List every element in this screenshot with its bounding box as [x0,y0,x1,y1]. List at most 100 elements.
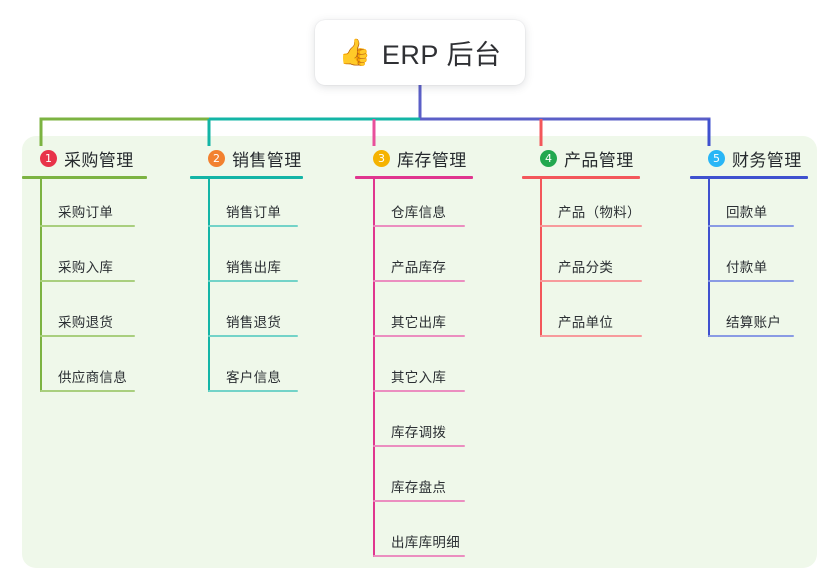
root-node-content: 👍 ERP 后台 [339,33,502,72]
branch-leaf-label: 产品分类 [558,260,614,275]
branch-underline [190,176,303,179]
branch-leaf[interactable]: 客户信息 [190,344,303,399]
branch-leaf[interactable]: 其它出库 [355,289,473,344]
branch-header-4[interactable]: 4 产品管理 [522,146,640,170]
branch-leaf-label: 客户信息 [226,370,282,385]
branch-number-badge: 3 [373,149,390,167]
branch-leaf[interactable]: 采购退货 [22,289,147,344]
branch-number-badge: 5 [708,149,725,167]
branch-number-badge: 1 [40,149,57,167]
branch-items: 产品（物料） 产品分类产品单位 [522,179,642,344]
branch-leaf[interactable]: 销售退货 [190,289,303,344]
branch-leaf-label: 产品库存 [391,260,447,275]
branch-items: 销售订单销售出库销售退货客户信息 [190,179,303,399]
branch-spine [708,179,710,337]
branch-leaf-underline [540,335,642,337]
branch-items: 仓库信息产品库存其它出库其它入库库存调拨库存盘点出库库明细 [355,179,473,564]
root-title: ERP 后台 [381,40,502,70]
root-node[interactable]: 👍 ERP 后台 [315,20,525,85]
branch-leaf-label: 结算账户 [726,315,782,330]
branch-leaf-underline [40,225,135,227]
branch-spine [208,179,210,392]
branch-leaf-underline [40,280,135,282]
branch-header-1[interactable]: 1 采购管理 [22,146,147,170]
branch-items: 回款单付款单结算账户 [690,179,808,344]
branch-leaf-underline [373,335,465,337]
branch-leaf[interactable]: 产品库存 [355,234,473,289]
branch-leaf[interactable]: 出库库明细 [355,509,473,564]
branch-leaf[interactable]: 回款单 [690,179,808,234]
branch-title: 采购管理 [64,150,134,170]
branch-leaf[interactable]: 其它入库 [355,344,473,399]
branch-leaf-underline [708,335,794,337]
branch-leaf-label: 产品（物料） [558,205,641,220]
branch-leaf-underline [373,500,465,502]
branch-leaf-underline [373,225,465,227]
branch-leaf-underline [208,335,298,337]
branch-leaf-underline [373,445,465,447]
branch-leaf[interactable]: 仓库信息 [355,179,473,234]
branch-leaf-label: 库存调拨 [391,425,447,440]
branch-number-badge: 2 [208,149,225,167]
branch-leaf-label: 销售订单 [226,205,282,220]
branch-leaf[interactable]: 产品分类 [522,234,642,289]
branch-leaf-label: 供应商信息 [58,370,127,385]
branch-leaf-label: 销售出库 [226,260,282,275]
branch-leaf-underline [208,280,298,282]
branch-leaf-label: 采购订单 [58,205,114,220]
branch-column-1: 1 采购管理采购订单采购入库采购退货供应商信息 [22,146,147,399]
branch-leaf-label: 回款单 [726,205,768,220]
branch-underline [22,176,147,179]
branch-leaf-label: 其它出库 [391,315,447,330]
branches-panel [22,136,817,568]
branch-column-4: 4 产品管理产品（物料） 产品分类产品单位 [522,146,642,344]
branch-spine [40,179,42,392]
branch-column-3: 3 库存管理仓库信息产品库存其它出库其它入库库存调拨库存盘点出库库明细 [355,146,473,564]
branch-leaf-underline [373,555,465,557]
branch-title: 产品管理 [564,150,634,170]
branch-underline [690,176,808,179]
branch-leaf-underline [708,280,794,282]
branch-leaf-label: 采购退货 [58,315,114,330]
branch-leaf-label: 付款单 [726,260,768,275]
branch-leaf[interactable]: 采购订单 [22,179,147,234]
branch-leaf-label: 仓库信息 [391,205,447,220]
branch-title: 销售管理 [232,150,302,170]
branch-leaf[interactable]: 采购入库 [22,234,147,289]
branch-title: 财务管理 [732,150,802,170]
branch-leaf-underline [540,225,642,227]
branch-leaf-label: 库存盘点 [391,480,447,495]
branch-leaf-underline [40,390,135,392]
branch-leaf[interactable]: 库存盘点 [355,454,473,509]
branch-leaf[interactable]: 产品（物料） [522,179,642,234]
branch-leaf-underline [708,225,794,227]
branch-header-2[interactable]: 2 销售管理 [190,146,303,170]
branch-leaf[interactable]: 结算账户 [690,289,808,344]
branch-leaf-label: 出库库明细 [391,535,460,550]
branch-header-3[interactable]: 3 库存管理 [355,146,473,170]
branch-leaf-label: 销售退货 [226,315,282,330]
branch-leaf[interactable]: 付款单 [690,234,808,289]
branch-leaf[interactable]: 产品单位 [522,289,642,344]
branch-header-5[interactable]: 5 财务管理 [690,146,808,170]
branch-underline [355,176,473,179]
branch-leaf-underline [373,390,465,392]
branch-number-badge: 4 [540,149,557,167]
branch-leaf-label: 采购入库 [58,260,114,275]
branch-title: 库存管理 [397,150,467,170]
branch-column-2: 2 销售管理销售订单销售出库销售退货客户信息 [190,146,303,399]
branch-leaf[interactable]: 销售订单 [190,179,303,234]
branch-leaf-label: 其它入库 [391,370,447,385]
branch-leaf-underline [208,390,298,392]
branch-leaf-label: 产品单位 [558,315,614,330]
branch-column-5: 5 财务管理回款单付款单结算账户 [690,146,808,344]
branch-leaf[interactable]: 库存调拨 [355,399,473,454]
branch-leaf-underline [208,225,298,227]
thumbs-up-icon: 👍 [338,37,371,68]
branch-underline [522,176,640,179]
branch-leaf[interactable]: 供应商信息 [22,344,147,399]
branch-spine [373,179,375,557]
branch-leaf[interactable]: 销售出库 [190,234,303,289]
